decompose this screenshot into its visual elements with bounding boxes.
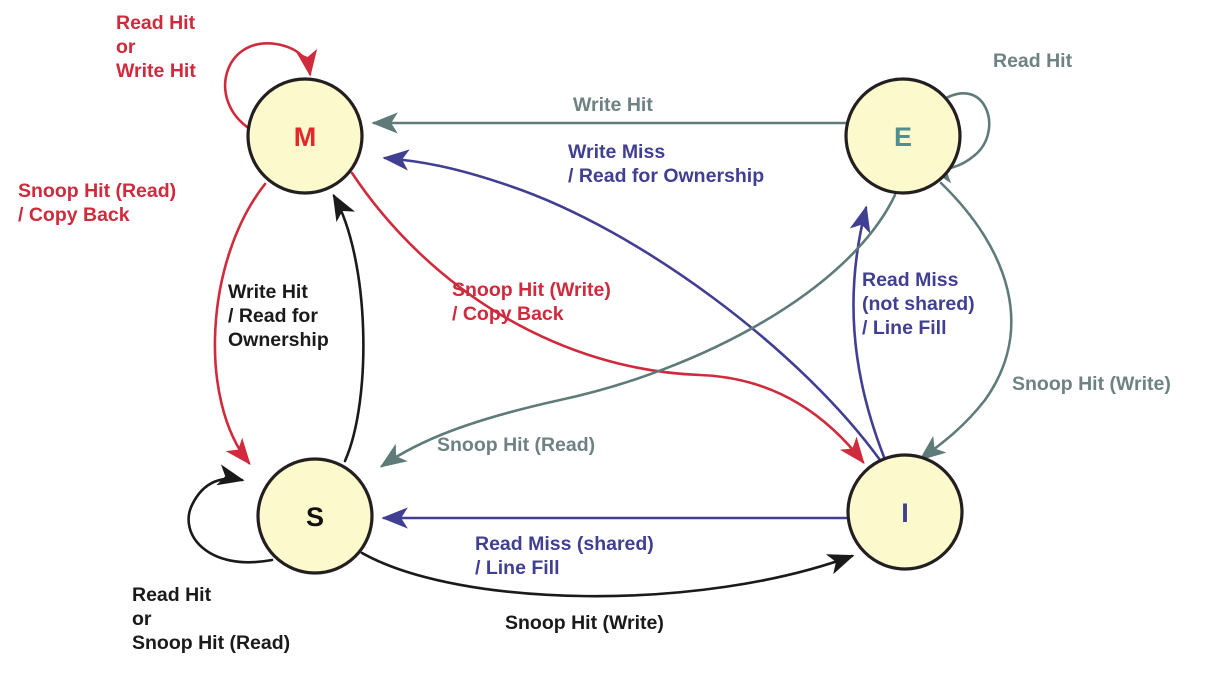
state-label-e: E [894, 122, 912, 152]
edge-s-to-m [332, 193, 365, 463]
edge-m-self-loop [224, 42, 318, 131]
edge-label-e-to-s: Snoop Hit (Read) [437, 434, 596, 456]
state-label-m: M [294, 122, 317, 152]
edge-label-s-to-m: Write Hit / Read for Ownership [228, 281, 329, 351]
state-circle-m [246, 77, 364, 195]
edge-label-s-self-loop: Read Hit or Snoop Hit (Read) [132, 584, 291, 654]
edge-i-to-m [382, 149, 882, 462]
edge-label-m-self-loop: Read Hit or Write Hit [116, 12, 196, 82]
edge-label-e-to-m: Write Hit [573, 94, 653, 116]
edge-label-s-to-i: Snoop Hit (Write) [505, 612, 664, 634]
state-node-e[interactable]: E [844, 77, 962, 195]
edge-label-i-to-s: Read Miss (shared) / Line Fill [475, 533, 654, 579]
state-node-s[interactable]: S [256, 457, 374, 575]
edge-label-i-to-m: Write Miss / Read for Ownership [568, 141, 765, 187]
state-circle-i [846, 453, 964, 571]
edge-e-to-s [379, 193, 897, 468]
edge-s-to-i [360, 551, 855, 598]
edge-label-m-to-i: Snoop Hit (Write) / Copy Back [452, 279, 611, 325]
edge-label-e-to-i: Snoop Hit (Write) [1012, 373, 1171, 395]
edge-label-m-to-s: Snoop Hit (Read) / Copy Back [18, 180, 177, 226]
state-label-i: I [901, 498, 909, 528]
state-circle-e [844, 77, 962, 195]
state-node-i[interactable]: I [846, 453, 964, 571]
edge-label-e-self-loop: Read Hit [993, 50, 1073, 72]
edge-s-self-loop [187, 464, 274, 564]
state-node-m[interactable]: M [246, 77, 364, 195]
state-label-s: S [306, 502, 324, 532]
edge-e-to-i [918, 181, 1013, 461]
edge-m-to-s [213, 182, 267, 466]
state-circle-s [256, 457, 374, 575]
edge-label-i-to-e: Read Miss (not shared) / Line Fill [862, 269, 975, 339]
edge-i-to-e [849, 205, 886, 459]
